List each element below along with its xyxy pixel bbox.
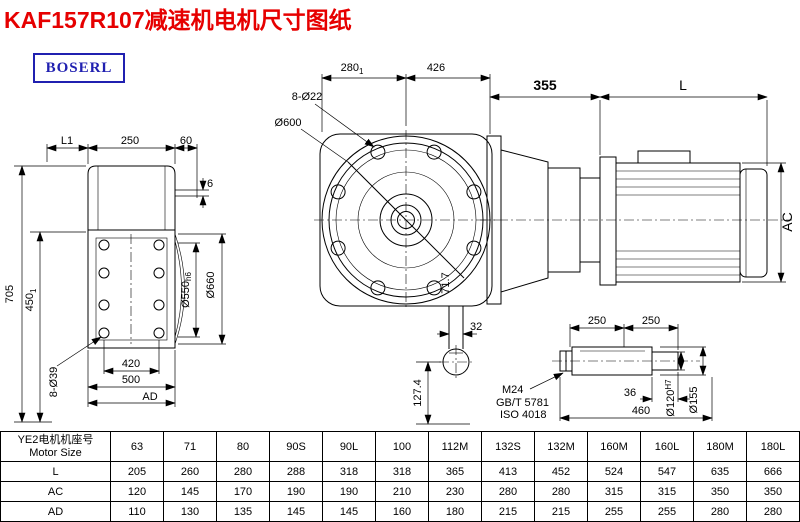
table-corner-cell: YE2电机机座号 Motor Size — [0, 431, 111, 462]
motor-size-header-cell: 63 — [110, 431, 164, 462]
dimension-value-cell: 170 — [216, 481, 270, 502]
dimension-value-cell: 145 — [322, 501, 376, 522]
motor-size-header-cell: 180M — [693, 431, 747, 462]
dim-71-7-label: 71.7 — [440, 272, 452, 293]
dim-60-label: 60 — [180, 135, 192, 147]
dim-250-label: 250 — [121, 135, 139, 147]
motor-size-header-cell: 132M — [534, 431, 588, 462]
front-view-dimensions: 2801 426 8-Ø22 Ø600 71.7 — [275, 62, 491, 294]
dimension-value-cell: 280 — [216, 461, 270, 482]
dimension-value-cell: 145 — [163, 481, 217, 502]
output-shaft-dimensions: 32 127.4 — [412, 321, 482, 425]
motor-size-header-cell: 100 — [375, 431, 429, 462]
motor-size-header-cell: 112M — [428, 431, 482, 462]
row-label: L — [0, 461, 111, 482]
dimension-value-cell: 280 — [534, 481, 588, 502]
motor-size-header-cell: 80 — [216, 431, 270, 462]
motor-size-header-cell: 71 — [163, 431, 217, 462]
motor-size-header-cell: 132S — [481, 431, 535, 462]
dimension-value-cell: 260 — [163, 461, 217, 482]
dimension-value-cell: 350 — [693, 481, 747, 502]
dimension-value-cell: 413 — [481, 461, 535, 482]
dimension-value-cell: 230 — [428, 481, 482, 502]
bolt-holes-label: 8-Ø22 — [292, 91, 323, 103]
dim-AC-label: AC — [779, 212, 795, 231]
dimension-value-cell: 365 — [428, 461, 482, 482]
dia-550-label: Ø550h6 — [180, 272, 193, 308]
standard-gb-label: GB/T 5781 — [496, 397, 549, 409]
motor-size-header-cell: 90L — [322, 431, 376, 462]
dimension-value-cell: 547 — [640, 461, 694, 482]
thread-label: M24 — [502, 384, 523, 396]
dim-460-label: 460 — [632, 405, 650, 417]
dim-426-label: 426 — [427, 62, 445, 74]
dimension-value-cell: 318 — [322, 461, 376, 482]
dimension-value-cell: 318 — [375, 461, 429, 482]
dim-280-label: 2801 — [341, 62, 364, 76]
dimension-value-cell: 205 — [110, 461, 164, 482]
dimension-value-cell: 288 — [269, 461, 323, 482]
motor-size-header-cell: 160L — [640, 431, 694, 462]
front-view — [300, 128, 498, 349]
page-title: KAF157R107减速机电机尺寸图纸 — [4, 7, 352, 33]
motor-fins — [616, 170, 740, 276]
dim-L-label: L — [679, 77, 687, 93]
dimension-value-cell: 280 — [481, 481, 535, 502]
rear-view — [87, 165, 185, 349]
dimension-value-cell: 452 — [534, 461, 588, 482]
rear-view-dimensions: L1 250 60 6 705 4501 Ø550h6 Ø660 420 500… — [4, 135, 226, 423]
side-view-dimensions: 355 L AC — [489, 77, 795, 283]
dimension-value-cell: 315 — [587, 481, 641, 502]
dim-705-label: 705 — [4, 285, 16, 303]
dim-127-4-label: 127.4 — [412, 379, 424, 407]
dia-660-label: Ø660 — [205, 272, 217, 299]
mounting-holes — [98, 239, 165, 339]
logo: BOSERL — [33, 53, 125, 83]
dimension-value-cell: 190 — [269, 481, 323, 502]
dimension-value-cell: 215 — [534, 501, 588, 522]
dimension-value-cell: 666 — [746, 461, 800, 482]
dim-500-label: 500 — [122, 374, 140, 386]
dim-450-label: 4501 — [24, 288, 38, 311]
dim-250a-label: 250 — [588, 315, 606, 327]
input-shaft-dimensions: 250 250 M24 GB/T 5781 ISO 4018 36 460 Ø1… — [496, 315, 713, 422]
dimension-value-cell: 635 — [693, 461, 747, 482]
table-header-en: Motor Size — [29, 446, 82, 459]
dim-32-label: 32 — [470, 321, 482, 333]
standard-iso-label: ISO 4018 — [500, 409, 546, 421]
dim-250b-label: 250 — [642, 315, 660, 327]
input-shaft-detail — [552, 346, 700, 376]
bolt-holes — [330, 144, 482, 296]
dim-420-label: 420 — [122, 358, 140, 370]
dimension-value-cell: 524 — [587, 461, 641, 482]
logo-text: BOSERL — [45, 59, 113, 76]
dim-6-label: 6 — [207, 178, 213, 190]
motor-size-header-cell: 90S — [269, 431, 323, 462]
dim-AD-label: AD — [142, 391, 157, 403]
output-shaft-end-view — [439, 345, 473, 379]
dimension-value-cell: 210 — [375, 481, 429, 502]
motor-size-header-cell: 160M — [587, 431, 641, 462]
side-view — [480, 135, 792, 305]
dimension-drawing: 2801 426 8-Ø22 Ø600 71.7 — [4, 62, 795, 425]
dimension-value-cell: 315 — [640, 481, 694, 502]
row-label: AC — [0, 481, 111, 502]
dim-36-label: 36 — [624, 387, 636, 399]
table-header-cn: YE2电机机座号 — [17, 433, 94, 446]
dia-600-label: Ø600 — [275, 117, 302, 129]
dimension-value-cell: 190 — [322, 481, 376, 502]
dimension-value-cell: 120 — [110, 481, 164, 502]
rear-holes-label: 8-Ø39 — [48, 367, 60, 398]
dia-120-label: Ø120H7 — [664, 379, 677, 417]
dimension-value-cell: 350 — [746, 481, 800, 502]
dia-155-label: Ø155 — [688, 387, 700, 414]
dim-L1-label: L1 — [61, 135, 73, 147]
dim-355-label: 355 — [533, 77, 557, 93]
motor-size-header-cell: 180L — [746, 431, 800, 462]
